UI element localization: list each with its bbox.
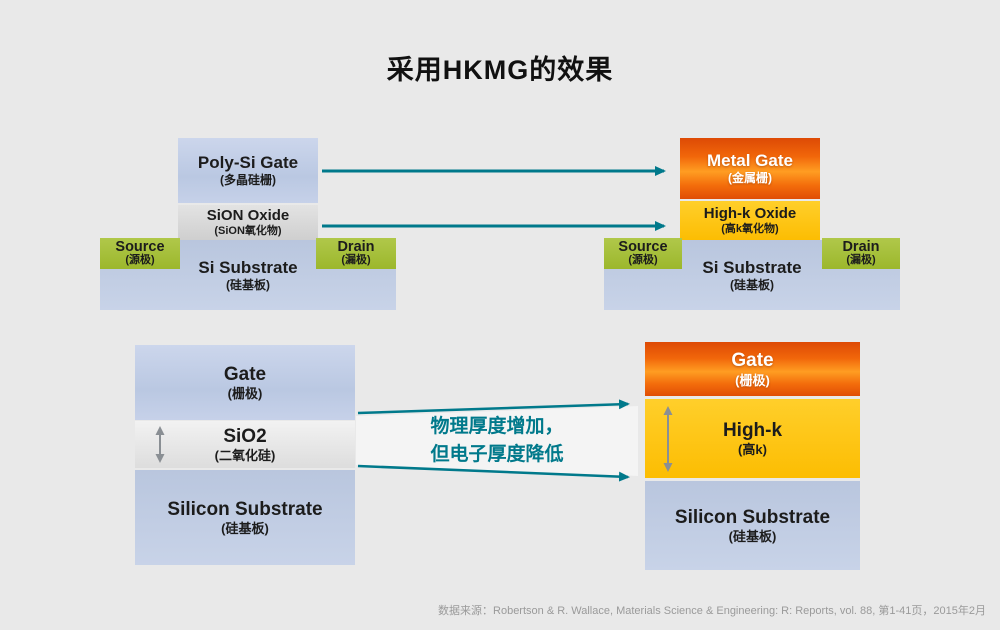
label-zh: (漏极) bbox=[341, 254, 371, 267]
label-en: Drain bbox=[337, 239, 375, 256]
label-zh: (硅基板) bbox=[221, 521, 269, 537]
label-zh: (高k氧化物) bbox=[721, 222, 779, 235]
layer-gate-after: Gate (栅极) bbox=[645, 342, 860, 396]
label-en: Si Substrate bbox=[702, 257, 802, 277]
label-en: Silicon Substrate bbox=[167, 498, 323, 520]
layer-silicon-substrate-after: Silicon Substrate (硅基板) bbox=[645, 481, 860, 570]
layer-drain-after: Drain (漏极) bbox=[822, 238, 900, 269]
label-en: Drain bbox=[842, 239, 880, 256]
label-zh: (源极) bbox=[628, 254, 658, 267]
layer-high-k-oxide: High-k Oxide (高k氧化物) bbox=[680, 201, 820, 240]
label-zh: (硅基板) bbox=[226, 277, 270, 292]
label-zh: (硅基板) bbox=[730, 277, 774, 292]
layer-high-k: High-k (高k) bbox=[645, 399, 860, 478]
label-zh: (源极) bbox=[125, 254, 155, 267]
layer-source-after: Source (源极) bbox=[604, 238, 682, 269]
layer-poly-si-gate: Poly-Si Gate (多晶硅栅) bbox=[178, 138, 318, 203]
label-en: Source bbox=[115, 239, 165, 256]
annotation-line1: 物理厚度增加， bbox=[430, 416, 564, 437]
label-en: High-k bbox=[722, 419, 783, 441]
label-en: SiO2 bbox=[223, 425, 267, 447]
label-en: High-k Oxide bbox=[703, 205, 797, 223]
label-zh: (栅极) bbox=[227, 386, 263, 402]
label-en: Si Substrate bbox=[198, 257, 298, 277]
layer-source-before: Source (源极) bbox=[100, 238, 180, 269]
label-zh: (漏极) bbox=[846, 254, 876, 267]
arrow-thickness-top bbox=[357, 399, 630, 415]
label-en: Source bbox=[618, 239, 668, 256]
label-zh: (高k) bbox=[738, 442, 767, 458]
label-en: Gate bbox=[731, 350, 774, 372]
page-title: 采用HKMG的效果 bbox=[386, 55, 614, 85]
label-en: Gate bbox=[223, 363, 267, 385]
label-en: Metal Gate bbox=[707, 151, 793, 171]
label-zh: (SiON氧化物) bbox=[214, 224, 282, 237]
layer-gate-before: Gate (栅极) bbox=[135, 345, 355, 420]
layer-drain-before: Drain (漏极) bbox=[316, 238, 396, 269]
label-zh: (二氧化硅) bbox=[214, 448, 276, 464]
label-zh: (多晶硅栅) bbox=[220, 173, 276, 188]
annotation-line2: 但电子厚度降低 bbox=[430, 443, 564, 465]
label-zh: (金属栅) bbox=[728, 171, 772, 186]
label-en: Silicon Substrate bbox=[674, 506, 831, 528]
label-en: Poly-Si Gate bbox=[197, 153, 299, 173]
layer-metal-gate: Metal Gate (金属栅) bbox=[680, 138, 820, 199]
label-zh: (硅基板) bbox=[728, 529, 777, 545]
layer-sio2: SiO2 (二氧化硅) bbox=[135, 421, 355, 468]
data-source-note: 数据来源：Robertson & R. Wallace, Materials S… bbox=[438, 605, 986, 617]
label-zh: (栅极) bbox=[735, 372, 770, 388]
label-en: SiON Oxide bbox=[206, 207, 290, 225]
layer-sion-oxide: SiON Oxide (SiON氧化物) bbox=[178, 205, 318, 240]
thickness-annotation: 物理厚度增加， 但电子厚度降低 bbox=[372, 413, 622, 468]
layer-silicon-substrate-before: Silicon Substrate (硅基板) bbox=[135, 470, 355, 565]
